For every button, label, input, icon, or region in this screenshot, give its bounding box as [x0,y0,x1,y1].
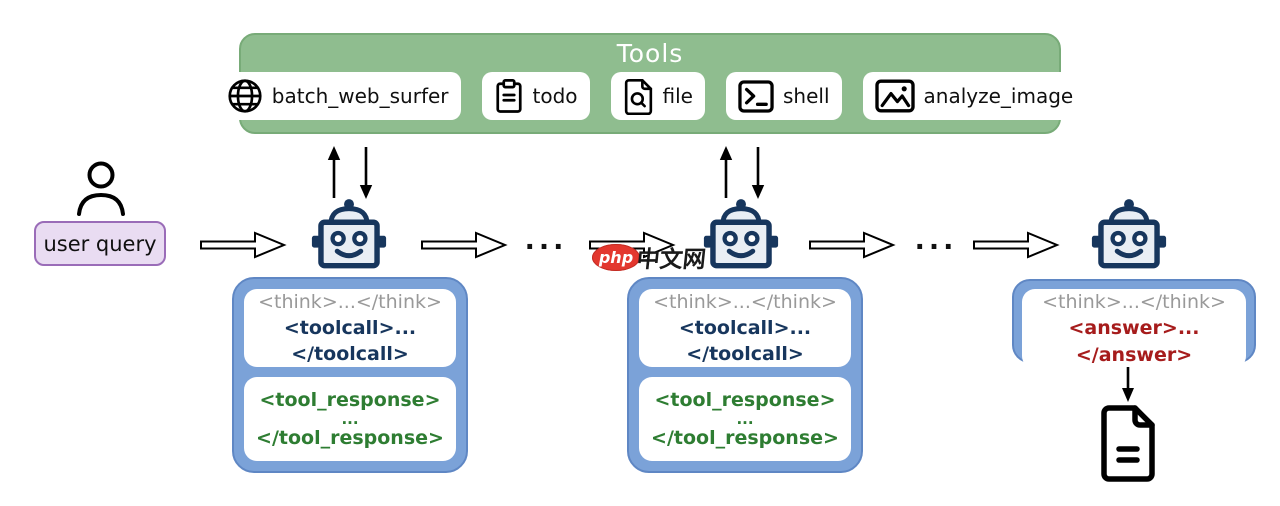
tool-chip-label: shell [783,84,830,108]
tool-chip-label: file [662,84,693,108]
flow-arrow-5 [973,231,1060,259]
tool-chip-label: todo [532,84,578,108]
ellipsis: ... [524,225,568,256]
user-query-label: user query [43,231,157,256]
think-tag-text: <think>...</think> [653,291,837,313]
tool-chip-batch-web-surfer: batch_web_surfer [214,72,461,120]
tool-response-open-text: <tool_response> [259,388,441,411]
watermark: php 中文网 [592,240,708,274]
terminal-icon [738,79,774,113]
toolcall-tag-text: <toolcall>...</toolcall> [678,317,812,365]
user-query-box: user query [34,221,166,266]
tool-chip-file: file [610,72,705,120]
think-tag-text: <think>...</think> [258,291,442,313]
answer-arrow-down [1122,367,1134,402]
tool-response-close-text: </tool_response> [651,426,839,449]
answer-tag-text: <answer>...</answer> [1068,317,1200,366]
assistant-message-box: <think>...</think> <toolcall>...</toolca… [244,289,456,367]
tool-response-box: <tool_response> ... </tool_response> [244,377,456,461]
tools-panel-title: Tools [616,39,684,68]
tool-call-arrows-2 [719,146,765,199]
tool-chip-shell: shell [726,72,842,120]
tool-chip-todo: todo [481,72,590,120]
tool-response-box: <tool_response> ... </tool_response> [639,377,851,461]
tool-response-close-text: </tool_response> [256,426,444,449]
tool-chip-label: batch_web_surfer [271,84,449,108]
agent-turn-box-2: <think>...</think> <toolcall>...</toolca… [627,277,863,473]
agent-robot-icon-2 [703,199,779,269]
tool-chip-label: analyze_image [923,84,1074,108]
agent-robot-icon-1 [311,199,387,269]
agent-answer-box: <think>...</think> <answer>...</answer> [1012,279,1256,369]
toolcall-tag-text: <toolcall>...</toolcall> [283,317,417,365]
tool-response-open-text: <tool_response> [654,388,836,411]
globe-icon [228,79,262,113]
tools-row: batch_web_surfer todo file [214,72,1086,120]
agent-turn-box-1: <think>...</think> <toolcall>...</toolca… [232,277,468,473]
tool-response-body-text: ... [736,409,754,428]
file-search-icon [624,78,652,115]
tool-response-body-text: ... [341,409,359,428]
user-icon [77,161,125,216]
ellipsis: ... [914,225,958,256]
tool-chip-analyze-image: analyze_image [862,72,1086,120]
flow-arrow-1 [200,231,287,259]
tool-call-arrows-1 [327,146,373,199]
clipboard-icon [495,78,522,113]
watermark-php-badge: php [592,243,640,271]
image-icon [874,79,915,113]
tools-panel: Tools batch_web_surfer [214,33,1086,134]
watermark-text: 中文网 [635,247,708,273]
flow-arrow-2 [421,231,508,259]
flow-arrow-4 [809,231,896,259]
output-document-icon [1101,405,1155,482]
assistant-answer-message-box: <think>...</think> <answer>...</answer> [1022,289,1246,369]
agent-robot-icon-3 [1091,199,1167,269]
think-tag-text: <think>...</think> [1042,291,1226,313]
assistant-message-box: <think>...</think> <toolcall>...</toolca… [639,289,851,367]
